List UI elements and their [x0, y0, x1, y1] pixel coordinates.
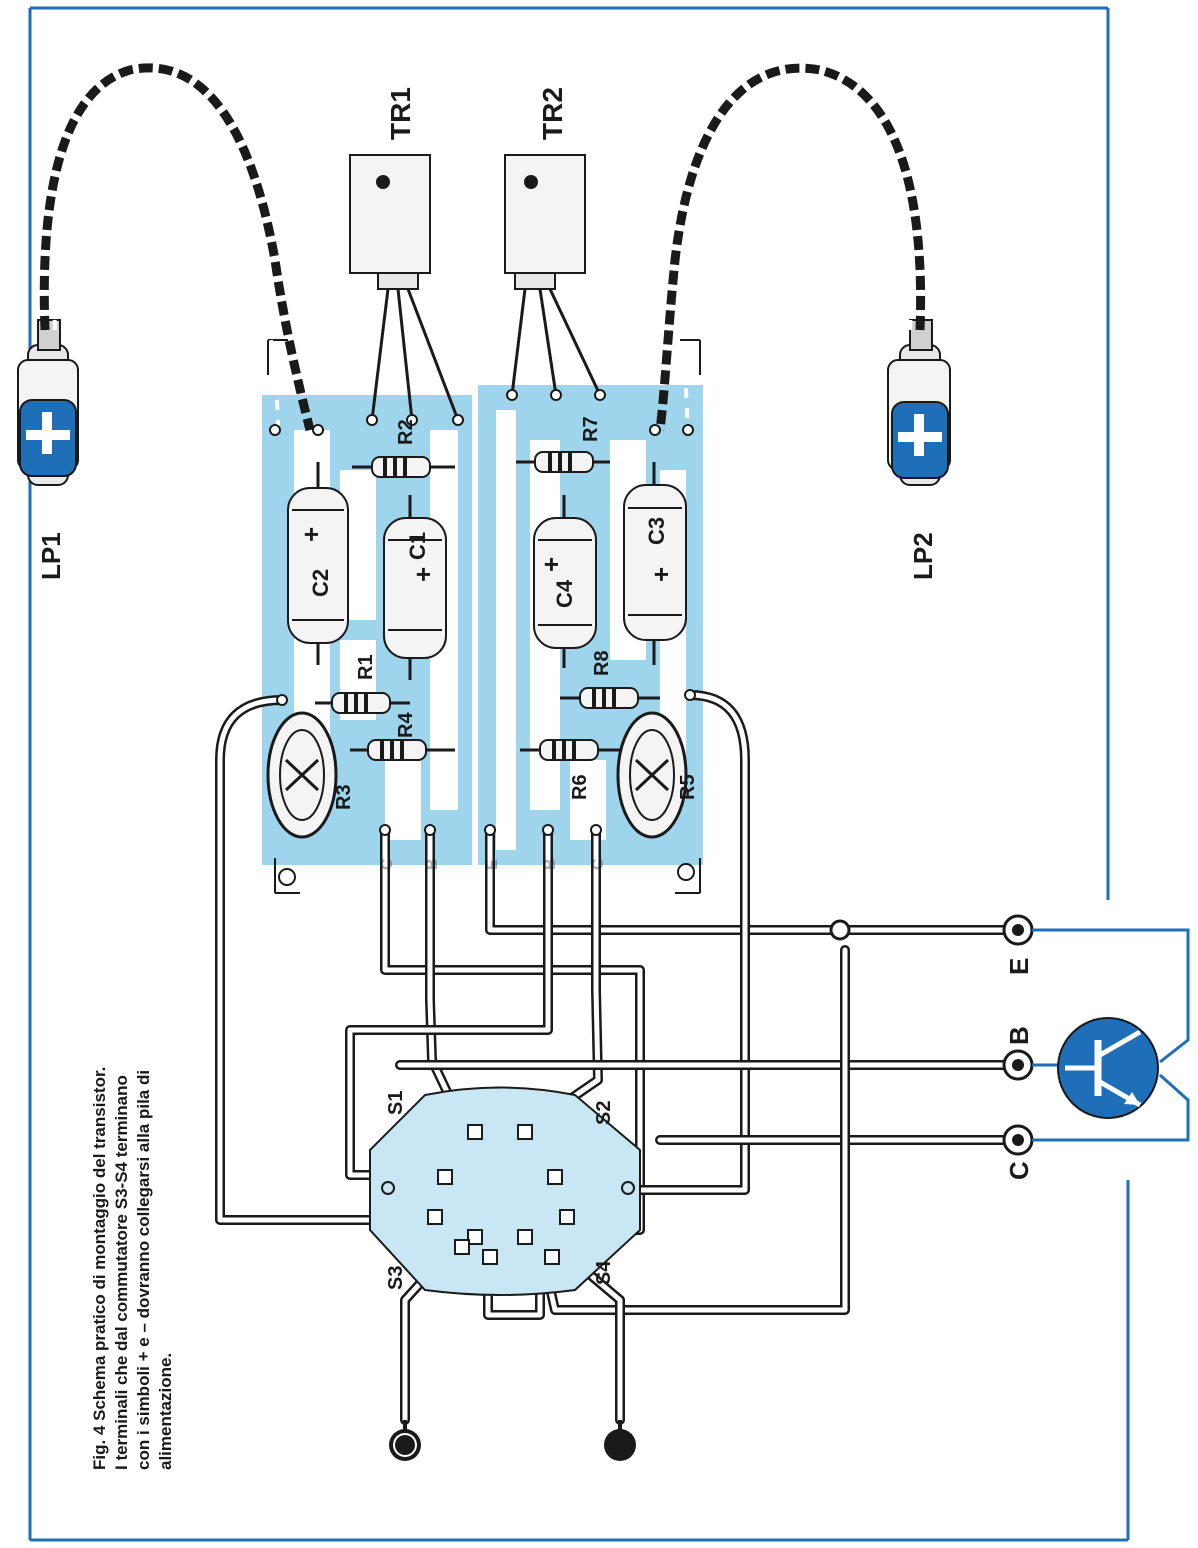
transistor-symbol	[1032, 928, 1190, 1142]
label-r2: R2	[395, 419, 417, 445]
label-r7: R7	[580, 416, 602, 442]
capacitor-c4	[533, 495, 597, 668]
lamp-lp2	[887, 319, 951, 486]
label-s3: S3	[385, 1266, 407, 1290]
rotary-switch	[369, 1086, 641, 1296]
resistor-r2	[352, 456, 455, 478]
twisted-cable-lp2	[655, 63, 926, 431]
label-pcb-e-left: E	[484, 859, 501, 870]
label-lp2: LP2	[908, 532, 938, 580]
caption-line-4: alimentazione.	[156, 1353, 175, 1470]
label-r3: R3	[333, 784, 355, 810]
figure-caption: Fig. 4 Schema pratico di montaggio del t…	[90, 1067, 175, 1470]
label-r8: R8	[591, 650, 613, 676]
label-tr1: TR1	[385, 87, 416, 140]
label-r1: R1	[355, 654, 377, 680]
label-terminal-b: B	[1004, 1026, 1034, 1045]
capacitor-c2	[287, 462, 349, 665]
trimmer-r5	[616, 711, 688, 839]
label-c1: C1	[405, 532, 430, 560]
label-pcb-b-right: B	[542, 858, 559, 870]
label-lp1: LP1	[36, 532, 66, 580]
label-s1: S1	[385, 1091, 407, 1115]
resistor-r4	[350, 739, 455, 761]
terminal-b[interactable]	[1002, 1049, 1034, 1081]
label-terminal-c: C	[1004, 1161, 1034, 1180]
battery-minus-terminal	[604, 1420, 636, 1461]
label-pcb-b-left: B	[424, 858, 441, 870]
component-labels: LP1 LP2 TR1 TR2 C2 + C1 + C4 + C3 + R2 R…	[36, 87, 1034, 1290]
label-r6: R6	[569, 774, 591, 800]
label-pcb-c-left: C	[379, 858, 396, 870]
label-tr2: TR2	[537, 87, 568, 140]
resistor-r1	[315, 692, 410, 714]
battery-plus-terminal	[389, 1420, 421, 1461]
transistor-tr1	[349, 154, 460, 421]
label-pcb-c-right: C	[590, 858, 607, 870]
terminal-e[interactable]	[1002, 914, 1034, 946]
capacitor-c3	[623, 462, 687, 665]
label-c2-plus: +	[296, 527, 326, 542]
resistor-r7	[516, 451, 610, 473]
trimmer-r3	[266, 711, 338, 839]
terminal-c[interactable]	[1002, 1124, 1034, 1156]
lamp-lp1	[17, 319, 79, 486]
label-c4: C4	[552, 579, 577, 608]
caption-line-1: Fig. 4 Schema pratico di montaggio del t…	[90, 1067, 109, 1470]
caption-line-3: con i simboli + e – dovranno collegarsi …	[134, 1070, 153, 1470]
label-c2: C2	[308, 569, 333, 597]
capacitor-c1	[383, 495, 447, 680]
transistor-tr2	[504, 154, 602, 396]
label-c3: C3	[644, 517, 669, 545]
pcb-pads	[269, 389, 696, 836]
label-s4: S4	[593, 1260, 615, 1285]
label-terminal-e: E	[1004, 958, 1034, 975]
label-r5: R5	[677, 774, 699, 800]
resistor-r8	[560, 687, 660, 709]
label-r4: R4	[395, 712, 417, 738]
resistor-r6	[520, 739, 620, 761]
label-c4-plus: +	[536, 557, 566, 572]
twisted-cable-lp1	[39, 63, 315, 432]
label-s2: S2	[593, 1101, 615, 1125]
frame	[28, 6, 1130, 1542]
caption-line-2: I terminali che dal commutatore S3-S4 te…	[112, 1075, 131, 1470]
label-c1-plus: +	[408, 567, 438, 582]
label-c3-plus: +	[646, 567, 676, 582]
